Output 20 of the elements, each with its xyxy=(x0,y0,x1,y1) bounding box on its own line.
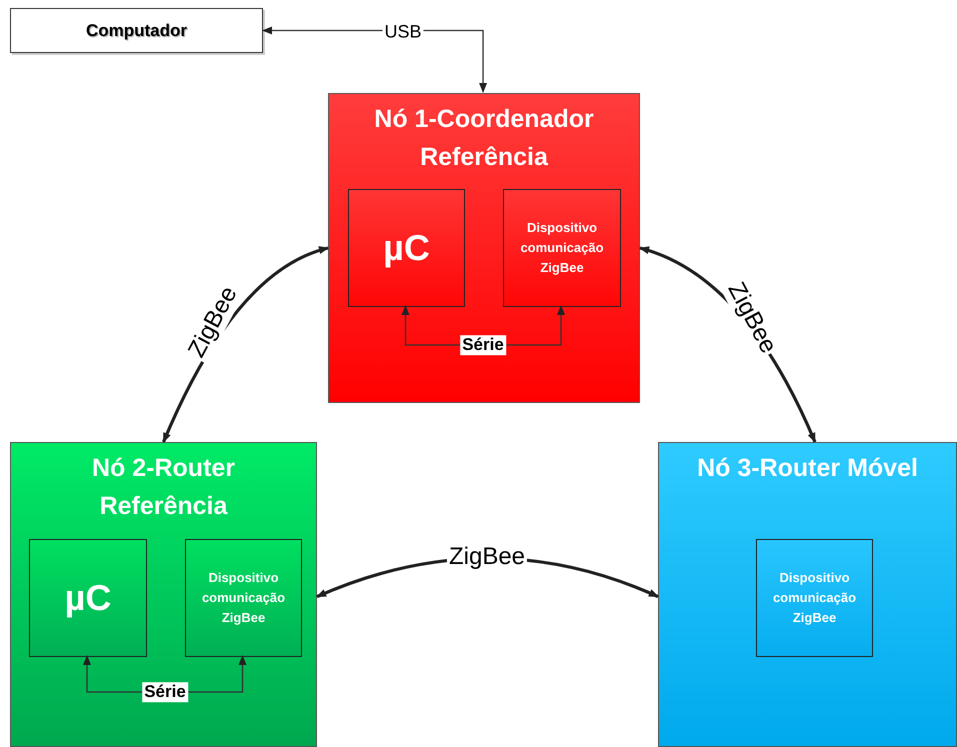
node-title: Nó 3-Router Móvel xyxy=(696,453,919,484)
node-panel xyxy=(10,442,317,747)
component-box xyxy=(29,539,147,657)
computer-box xyxy=(10,8,263,53)
node-title: Computador xyxy=(84,21,188,41)
component-box xyxy=(503,189,621,307)
component-label: µC xyxy=(382,230,431,266)
component-label: Dispositivo comunicação ZigBee xyxy=(519,219,605,277)
edge-label: Série xyxy=(142,682,188,702)
node-panel xyxy=(658,442,957,747)
component-box xyxy=(348,189,465,307)
component-label: Dispositivo comunicação ZigBee xyxy=(772,569,858,627)
node-panel xyxy=(328,93,640,403)
edge-label: Série xyxy=(460,335,506,355)
node-title: Nó 2-Router Referência xyxy=(90,453,236,522)
component-box xyxy=(756,539,873,657)
component-label: Dispositivo comunicação ZigBee xyxy=(200,569,286,627)
node-title: Nó 1-Coordenador Referência xyxy=(373,104,595,173)
component-box xyxy=(185,539,302,657)
component-label: µC xyxy=(64,580,112,616)
